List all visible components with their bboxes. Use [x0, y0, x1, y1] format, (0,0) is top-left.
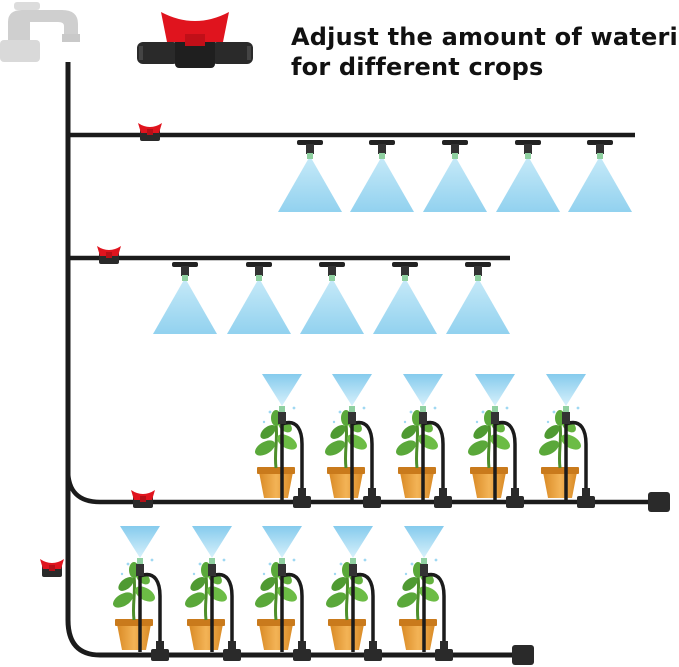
nozzle-row-1 [278, 140, 632, 212]
branch-valve-icon [97, 246, 121, 264]
branch-valve-icon [131, 490, 155, 508]
nozzle-row-2 [153, 262, 510, 334]
plant-row-4 [108, 524, 534, 665]
main-supply-pipe [65, 62, 660, 658]
headline-line-2: for different crops [291, 53, 544, 81]
headline-line-1: Adjust the amount of watering [291, 23, 679, 51]
faucet-icon [0, 2, 80, 62]
headline: Adjust the amount of watering for differ… [291, 22, 679, 82]
shutoff-valve-icon [137, 12, 253, 68]
branch-valve-icon [138, 123, 162, 141]
plant-row-3 [250, 372, 670, 512]
branch-valve-icon [40, 559, 64, 577]
